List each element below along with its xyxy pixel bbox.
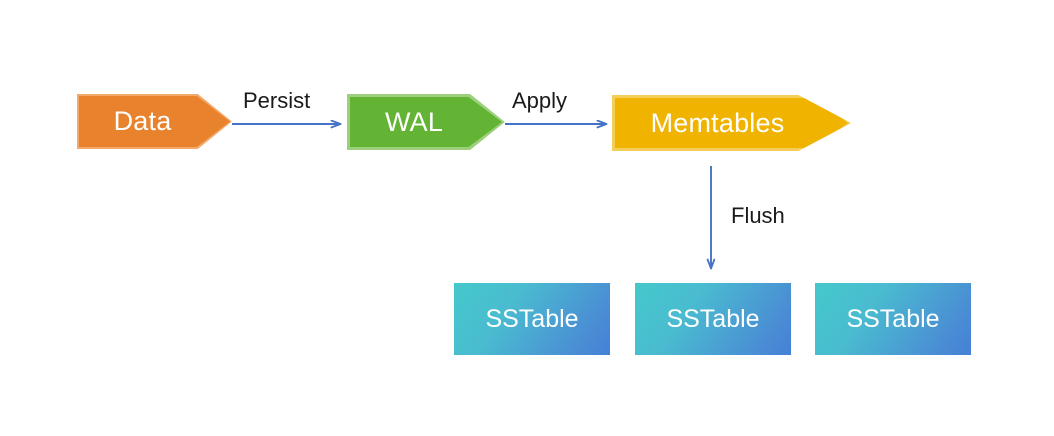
edge-label-persist: Persist <box>243 88 311 113</box>
node-data-fill <box>79 96 230 147</box>
node-wal-label: WAL <box>384 106 444 137</box>
node-data-label: Data <box>113 106 172 136</box>
node-sstable-2-label: SSTable <box>846 304 940 333</box>
node-data[interactable]: Data <box>77 94 232 149</box>
node-memtables[interactable]: Memtables <box>612 95 851 151</box>
node-sstable-2[interactable]: SSTable <box>815 283 971 355</box>
node-sstable-0[interactable]: SSTable <box>454 283 610 355</box>
node-wal[interactable]: WAL <box>347 94 505 150</box>
node-sstable-1-label: SSTable <box>666 304 760 333</box>
node-memtables-label: Memtables <box>650 107 785 138</box>
edge-label-apply: Apply <box>512 88 568 113</box>
node-sstable-1[interactable]: SSTable <box>635 283 791 355</box>
node-wal-fill <box>350 97 502 147</box>
edge-label-flush: Flush <box>731 203 785 228</box>
node-sstable-0-label: SSTable <box>485 304 579 333</box>
node-memtables-fill <box>615 98 848 148</box>
